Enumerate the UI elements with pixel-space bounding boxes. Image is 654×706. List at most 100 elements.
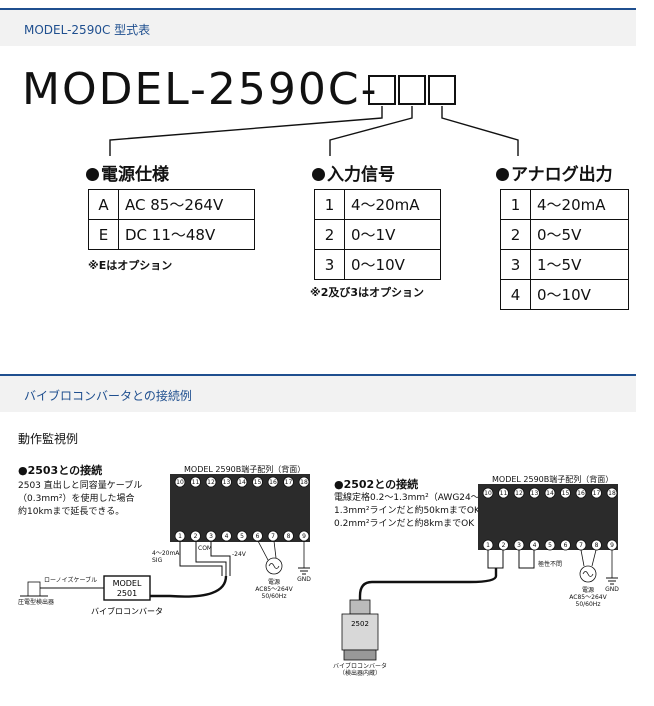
desc-line: 約10kmまで延長できる。 xyxy=(18,507,125,517)
left-block-title: MODEL 2590B端子配列（背面） xyxy=(184,465,306,474)
power-label: AC85～264V xyxy=(255,586,293,593)
right-example-title: ●2502との接続 xyxy=(334,478,419,491)
sig-label: SIG xyxy=(152,557,163,564)
right-terminal-label: 4 xyxy=(533,542,537,549)
v24-label: -24V xyxy=(232,551,247,558)
left-terminal-top xyxy=(205,476,217,488)
gnd-label: GND xyxy=(297,576,311,583)
right-terminal-top xyxy=(544,487,556,499)
left-terminal-top xyxy=(283,476,294,488)
wire xyxy=(210,541,231,576)
device-base xyxy=(343,649,377,661)
wire xyxy=(179,541,223,576)
right-terminal-top xyxy=(529,487,540,499)
gnd-label: GND xyxy=(605,586,619,593)
table-cell: DC 11～48V xyxy=(118,219,255,250)
wire xyxy=(273,540,277,559)
model-box-output xyxy=(428,75,456,105)
converter-label: バイブロコンバータ xyxy=(91,606,163,616)
right-terminal-label: 7 xyxy=(579,542,583,549)
table-row: 2 0～1V xyxy=(314,219,441,250)
subsection-label: 動作監視例 xyxy=(18,432,79,446)
bullet-icon xyxy=(496,168,509,181)
section-title: バイブロコンバータとの接続例 xyxy=(24,389,192,403)
desc-line: 2503 直出しと同容量ケーブル xyxy=(18,481,143,491)
left-terminal-top xyxy=(221,476,232,488)
left-terminal-bottom xyxy=(236,530,248,542)
right-terminal-label: 18 xyxy=(608,490,616,497)
power-spec-title: 電源仕様 xyxy=(86,160,169,185)
right-terminal-label: 6 xyxy=(564,542,568,549)
right-terminal-label: 9 xyxy=(610,542,614,549)
table-row: E DC 11～48V xyxy=(88,219,255,250)
table-row: 2 0～5V xyxy=(500,219,629,250)
left-terminal-label: 15 xyxy=(254,479,262,486)
table-cell: 4～20mA xyxy=(530,189,629,220)
table-cell: 2 xyxy=(500,219,531,250)
left-terminal-top xyxy=(174,476,186,488)
table-cell: 0～1V xyxy=(344,219,441,250)
no-polarity-label: 極性不問 xyxy=(538,560,562,568)
table-cell: 0～10V xyxy=(530,279,629,310)
ac-power-icon xyxy=(579,565,597,583)
left-terminal-label: 13 xyxy=(223,479,231,486)
right-terminal-bottom xyxy=(560,539,571,551)
left-terminal-label: 5 xyxy=(240,533,244,540)
left-terminal-bottom xyxy=(221,530,232,542)
device-caption: バイブロコンバータ xyxy=(333,662,387,670)
wire xyxy=(580,549,585,567)
left-terminal-label: 17 xyxy=(285,479,293,486)
ac-wave-icon xyxy=(268,563,280,569)
left-terminal-label: 8 xyxy=(287,533,291,540)
power-label: AC85～264V xyxy=(569,594,607,601)
device-body xyxy=(341,613,379,651)
com-label: COM xyxy=(198,545,212,552)
table-cell: 3 xyxy=(314,249,345,280)
desc-line: 1.3mm²ラインだと約50kmまでOK xyxy=(334,506,480,516)
left-terminal-top xyxy=(190,476,201,488)
section-title: MODEL-2590C 型式表 xyxy=(24,23,151,37)
left-terminal-label: 12 xyxy=(207,479,215,486)
table-row: A AC 85～264V xyxy=(88,189,255,220)
left-terminal-bottom xyxy=(252,530,263,542)
table-cell: 4 xyxy=(500,279,531,310)
device-label: 2502 xyxy=(351,620,369,628)
table-cell: AC 85～264V xyxy=(118,189,255,220)
left-terminal-label: 10 xyxy=(176,479,184,486)
left-terminal-label: 3 xyxy=(209,533,213,540)
left-terminal-label: 2 xyxy=(194,533,198,540)
left-terminal-label: 9 xyxy=(302,533,306,540)
wire xyxy=(591,549,597,567)
right-terminal-label: 8 xyxy=(595,542,599,549)
right-terminal-top xyxy=(498,487,509,499)
right-terminal-label: 11 xyxy=(500,490,508,497)
desc-line: （0.3mm²）を使用した場合 xyxy=(18,494,135,504)
ac-wave-icon xyxy=(582,571,594,577)
ac-power-icon xyxy=(265,557,283,575)
cable xyxy=(150,575,228,598)
table-row: 3 0～10V xyxy=(314,249,441,280)
input-spec-table: 1 4～20mA 2 0～1V 3 0～10V xyxy=(314,189,441,280)
right-terminal-top xyxy=(513,487,525,499)
sensor-label: 圧電型検出器 xyxy=(18,598,54,606)
table-cell: 3 xyxy=(500,249,531,280)
right-terminal-label: 17 xyxy=(593,490,601,497)
wire xyxy=(518,550,535,569)
right-terminal-label: 3 xyxy=(517,542,521,549)
power-label: 50/60Hz xyxy=(576,601,601,608)
power-note: ※Eはオプション xyxy=(88,259,173,272)
right-terminal-label: 14 xyxy=(546,490,554,497)
model-box-power xyxy=(368,75,396,105)
model-box-input xyxy=(398,75,426,105)
power-label: 電源 xyxy=(582,586,594,594)
right-terminal-top xyxy=(482,487,494,499)
left-terminal-bottom xyxy=(283,530,294,542)
right-terminal-label: 5 xyxy=(548,542,552,549)
left-terminal-bottom xyxy=(267,530,279,542)
output-spec-title: アナログ出力 xyxy=(496,160,613,185)
left-terminal-top xyxy=(267,476,279,488)
left-terminal-top xyxy=(252,476,263,488)
table-cell: 0～10V xyxy=(344,249,441,280)
left-terminal-label: 1 xyxy=(178,533,182,540)
desc-line: 電線定格0.2～1.3mm²（AWG24～16） xyxy=(334,493,501,503)
